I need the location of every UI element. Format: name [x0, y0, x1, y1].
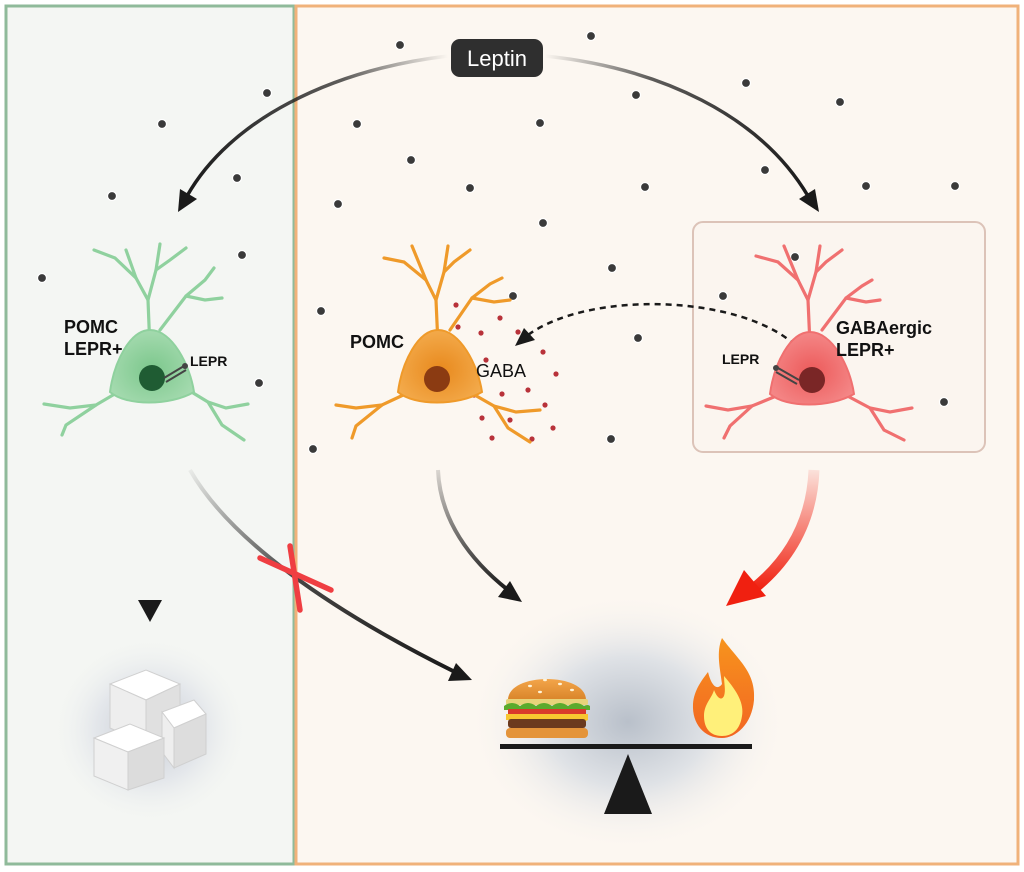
leptin-arrowhead-left — [178, 189, 197, 212]
lepr-label-left: LEPR — [190, 353, 227, 369]
lepr-receptor-right — [773, 365, 800, 385]
gaba-label: GABA — [476, 361, 526, 381]
pomc-lepr-label-line1: POMC — [64, 317, 118, 337]
balance-glow — [468, 592, 788, 852]
gaba-dots — [453, 302, 559, 442]
gabaergic-label-line1: GABAergic — [836, 318, 932, 338]
flame-icon — [692, 638, 755, 738]
pomc-nucleus — [424, 366, 450, 392]
gabaergic-arrowhead — [726, 570, 766, 606]
leptin-arrowhead-right — [799, 189, 819, 212]
pomc-arrowhead — [498, 581, 522, 602]
gabaergic-neuron — [704, 244, 914, 442]
inhibition-cross-icon — [257, 543, 334, 613]
pomc-lepr-neuron — [42, 242, 250, 442]
pomc-lepr-nucleus — [139, 365, 165, 391]
inhibited-arrowhead — [448, 663, 472, 681]
pomc-soma — [396, 328, 484, 404]
pomc-arrow-to-balance — [436, 469, 510, 592]
leptin-label-box — [451, 39, 543, 77]
gabaergic-nucleus — [799, 367, 825, 393]
leptin-arrow-left — [185, 54, 449, 197]
gabaergic-label-line2: LEPR+ — [836, 340, 895, 360]
pomc-neuron — [334, 244, 542, 444]
pomc-label: POMC — [350, 332, 404, 352]
balance-scale-icon — [500, 744, 752, 814]
leptin-label: Leptin — [467, 46, 527, 71]
pomc-lepr-label-line2: LEPR+ — [64, 339, 123, 359]
lepr-label-right: LEPR — [722, 351, 759, 367]
arrowhead-to-sugar — [138, 600, 162, 622]
leptin-arrow-right — [544, 54, 810, 197]
burger-icon — [504, 678, 590, 738]
gabaergic-box — [692, 221, 986, 453]
sugar-cubes-icon — [92, 669, 207, 791]
lepr-receptor-left — [163, 363, 188, 383]
gaba-inhibition-arrowhead — [515, 328, 535, 346]
gabaergic-arrow-to-balance — [748, 469, 820, 595]
leptin-dots — [36, 30, 961, 455]
